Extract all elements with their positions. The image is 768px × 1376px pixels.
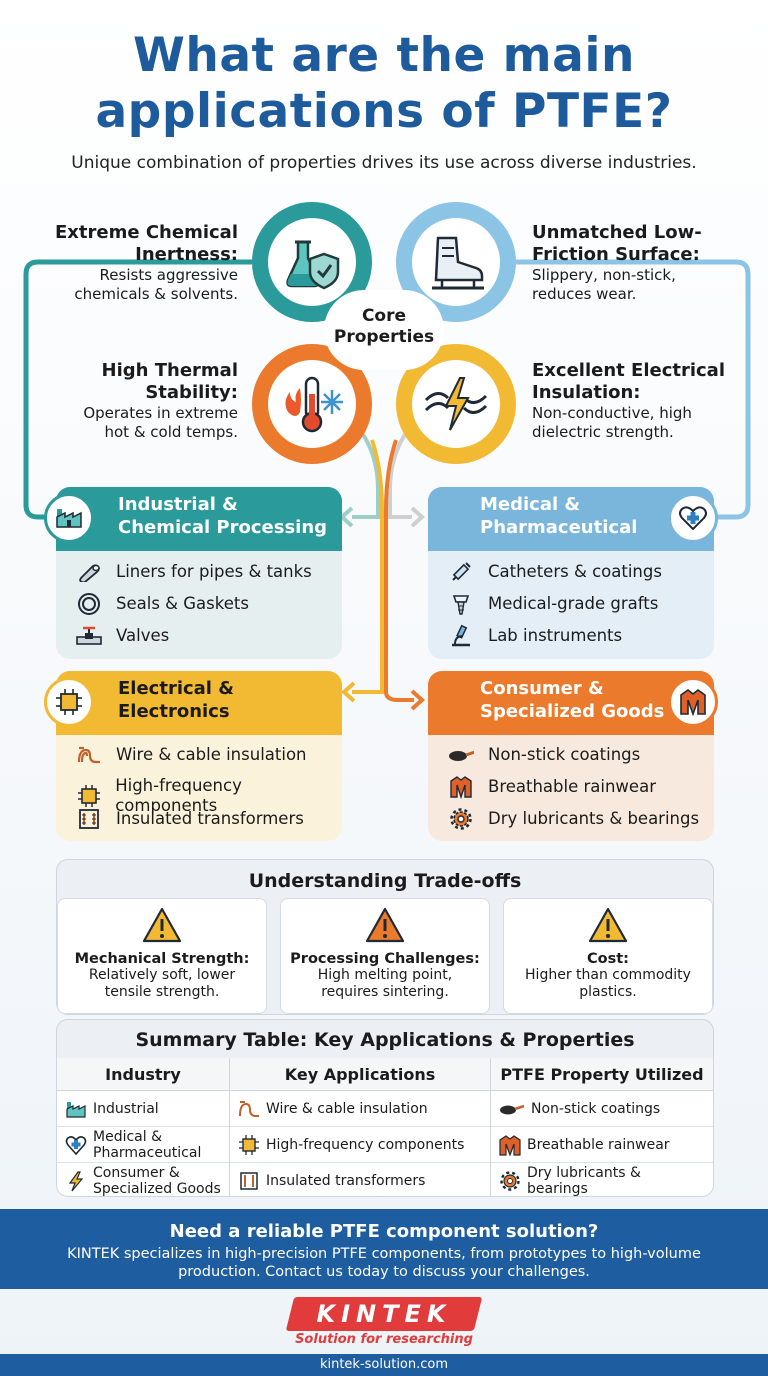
kintek-logo: KINTEK [285,1297,483,1331]
consumer-card-title: Consumer &Specialized Goods [428,671,714,735]
column-header: PTFE Property Utilized [490,1058,713,1091]
transformer-icon [240,1171,258,1190]
table-row: Industrial Wire & cable insulation Non-s… [57,1090,713,1127]
gear-icon [500,1170,520,1191]
list-item: Breathable rainwear [448,776,656,799]
connector-lines [23,259,751,711]
warning-icon [588,907,628,943]
valve-icon [76,625,102,647]
ice-skate-icon [412,218,500,306]
list-item: Dry lubricants & bearings [448,808,699,830]
thermometer-icon [268,360,356,448]
list-item: Medical-grade grafts [448,593,658,615]
list-item: Catheters & coatings [448,561,662,583]
heart-cross-icon [668,493,718,543]
summary-panel: Summary Table: Key Applications & Proper… [56,1019,714,1197]
tradeoff-mechanical: Mechanical Strength: Relatively soft, lo… [57,898,267,1014]
factory-icon [66,1101,86,1118]
flask-shield-icon [268,218,356,306]
lightning-icon [412,360,500,448]
gear-icon [448,808,474,830]
cable-coil-icon [76,744,102,766]
list-item: Non-stick coatings [448,744,640,766]
list-item: Seals & Gaskets [76,593,249,615]
factory-icon [44,493,94,543]
gasket-icon [76,593,102,615]
implant-icon [448,593,474,615]
jacket-icon [499,1134,521,1156]
list-item: Valves [76,625,169,647]
chip-icon [239,1134,259,1155]
heart-cross-icon [65,1135,87,1155]
tradeoffs-title: Understanding Trade-offs [248,870,522,892]
pan-icon [500,1104,525,1114]
jacket-icon [668,677,718,727]
summary-table: Industry Key Applications PTFE Property … [57,1058,713,1196]
microscope-icon [448,624,474,647]
column-header: Key Applications [229,1058,491,1091]
cable-coil-icon [239,1100,259,1117]
warning-icon [142,907,182,943]
medical-card: Medical &Pharmaceutical Catheters & coat… [428,487,714,659]
column-header: Industry [57,1058,230,1091]
cta-heading: Need a reliable PTFE component solution? [169,1221,599,1242]
industrial-card-title: Industrial &Chemical Processing [56,487,342,551]
electrical-card: Electrical &Electronics Wire & cable ins… [56,671,342,841]
list-item: Wire & cable insulation [76,744,307,766]
pipe-icon [76,561,102,583]
warning-icon [365,907,405,943]
summary-title: Summary Table: Key Applications & Proper… [135,1029,635,1051]
tradeoffs-panel: Understanding Trade-offs Mechanical Stre… [56,859,714,1015]
electrical-card-title: Electrical &Electronics [56,671,342,735]
chip-icon [44,677,94,727]
table-row: Medical &Pharmaceutical High-frequency c… [57,1126,713,1163]
syringe-icon [448,561,474,583]
chip-icon [76,785,101,807]
lightning-icon [68,1170,84,1191]
table-header-row: Industry Key Applications PTFE Property … [57,1058,713,1091]
property-friction: Unmatched Low-Friction Surface: Slippery… [532,222,702,303]
medical-card-title: Medical &Pharmaceutical [428,487,714,551]
brand-tagline: Solution for researching [295,1332,473,1347]
website-link[interactable]: kintek-solution.com [0,1354,768,1376]
list-item: Insulated transformers [76,808,304,830]
table-row: Consumer &Specialized Goods Insulated tr… [57,1162,713,1196]
list-item: Lab instruments [448,624,622,647]
transformer-icon [76,808,102,830]
consumer-card: Consumer &Specialized Goods Non-stick co… [428,671,714,841]
page-subtitle: Unique combination of properties drives … [71,153,697,173]
core-center [324,290,444,370]
industrial-card: Industrial &Chemical Processing Liners f… [56,487,342,659]
cta-banner: Need a reliable PTFE component solution?… [0,1209,768,1289]
list-item: Liners for pipes & tanks [76,561,312,583]
jacket-icon [448,776,474,799]
tradeoff-processing: Processing Challenges: High melting poin… [280,898,490,1014]
pan-icon [448,744,474,766]
list-item: High-frequency components [76,776,342,816]
cta-text: KINTEK specializes in high-precision PTF… [67,1246,701,1280]
